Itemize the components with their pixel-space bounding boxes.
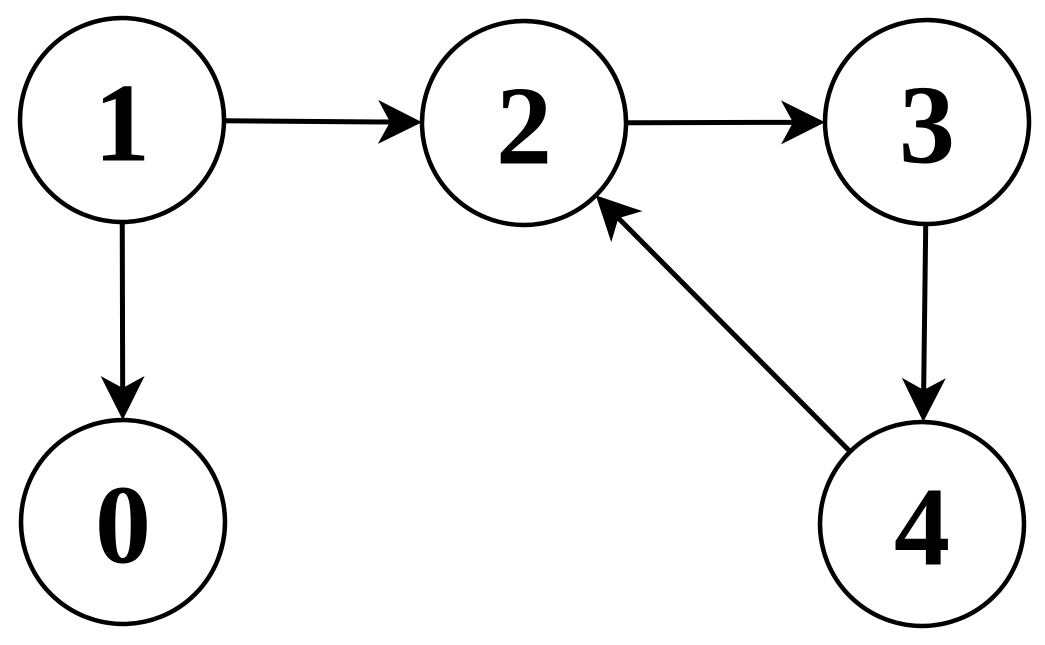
graph-node: 1 (17, 15, 227, 225)
graph-node: 0 (18, 417, 228, 627)
graph-edge (625, 100, 826, 145)
graph-node: 3 (822, 17, 1032, 227)
arrowhead-icon (901, 377, 946, 423)
graph-edge (595, 195, 852, 454)
nodes-layer: 1 2 3 0 4 (17, 15, 1032, 629)
edge-line (223, 118, 391, 125)
node-label: 1 (94, 61, 150, 185)
graph-node: 4 (817, 419, 1027, 629)
node-label: 3 (899, 63, 955, 187)
arrowhead-icon (780, 100, 826, 145)
node-label: 0 (95, 463, 151, 587)
node-circle (17, 15, 227, 225)
graph-edge (100, 221, 145, 421)
graph-edge (223, 99, 423, 144)
edge-line (616, 216, 852, 454)
node-label: 2 (496, 64, 552, 188)
arrowhead-icon (595, 195, 643, 243)
node-circle (817, 419, 1027, 629)
graph-node: 2 (419, 18, 629, 228)
edge-line (921, 223, 929, 391)
node-circle (822, 17, 1032, 227)
arrowhead-icon (100, 375, 145, 421)
edges-layer (100, 99, 946, 454)
arrowhead-icon (377, 99, 423, 144)
node-label: 4 (894, 465, 950, 589)
graph-edge (901, 223, 946, 423)
node-circle (419, 18, 629, 228)
node-circle (18, 417, 228, 627)
